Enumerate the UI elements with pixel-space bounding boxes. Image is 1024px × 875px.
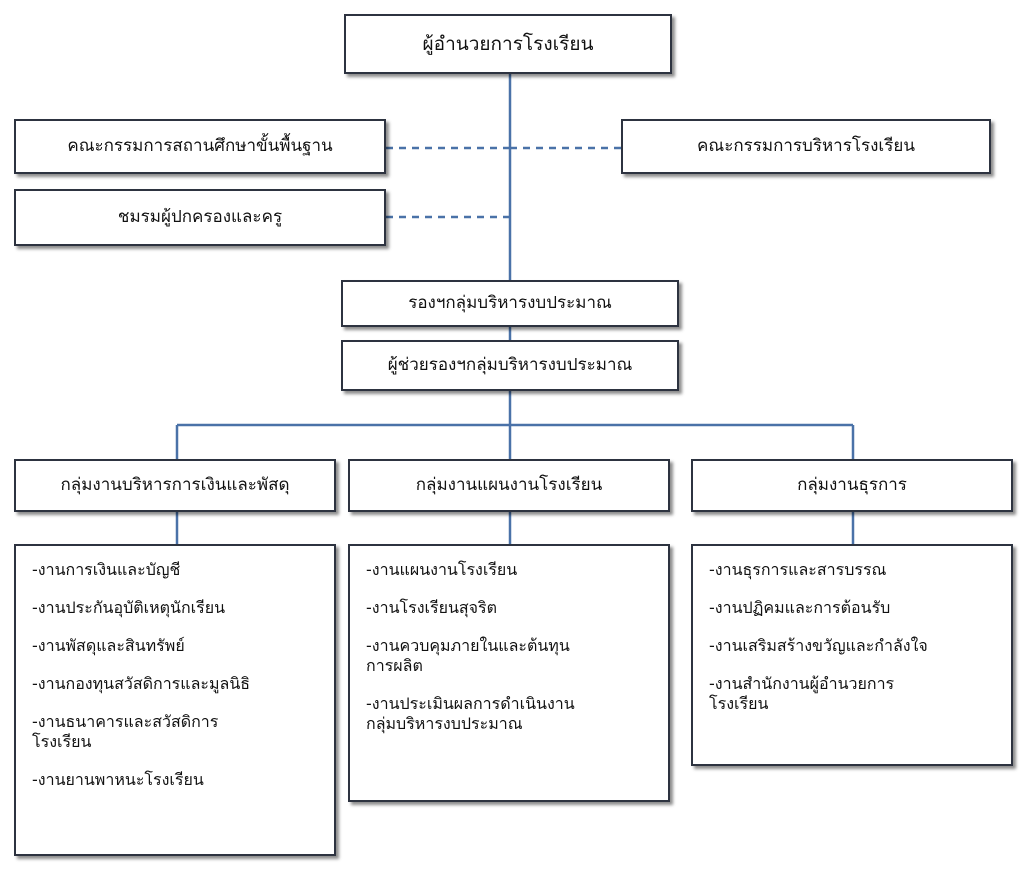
finance-tasks-box: -งานการเงินและบัญชี -งานประกันอุบัติเหตุ…: [14, 544, 336, 856]
plan-tasks-box: -งานแผนงานโรงเรียน -งานโรงเรียนสุจริต -ง…: [348, 544, 670, 802]
admin-group-title: กลุ่มงานธุรการ: [797, 475, 907, 496]
task-item: -งานประเมินผลการดำเนินงาน กลุ่มบริหารงบป…: [366, 694, 575, 733]
deputy-budget-label: รองฯกลุ่มบริหารงบประมาณ: [408, 293, 612, 314]
finance-group-box: กลุ่มงานบริหารการเงินและพัสดุ: [14, 459, 336, 512]
assistant-deputy-budget-label: ผู้ช่วยรองฯกลุ่มบริหารงบประมาณ: [387, 355, 633, 376]
basic-education-committee-box: คณะกรรมการสถานศึกษาขั้นพื้นฐาน: [14, 119, 386, 174]
task-item: -งานปฏิคมและการต้อนรับ: [709, 598, 891, 617]
plan-group-box: กลุ่มงานแผนงานโรงเรียน: [348, 459, 670, 512]
task-item: -งานยานพาหนะโรงเรียน: [32, 770, 204, 789]
plan-group-title: กลุ่มงานแผนงานโรงเรียน: [415, 475, 603, 496]
task-item: -งานพัสดุและสินทรัพย์: [32, 636, 185, 655]
task-item: -งานสำนักงานผู้อำนวยการ โรงเรียน: [709, 674, 895, 713]
assistant-deputy-budget-box: ผู้ช่วยรองฯกลุ่มบริหารงบประมาณ: [341, 340, 679, 391]
school-admin-committee-box: คณะกรรมการบริหารโรงเรียน: [621, 119, 991, 174]
task-item: -งานกองทุนสวัสดิการและมูลนิธิ: [32, 674, 251, 693]
finance-group-title: กลุ่มงานบริหารการเงินและพัสดุ: [60, 475, 290, 496]
admin-task-list: -งานธุรการและสารบรรณ -งานปฏิคมและการต้อน…: [709, 560, 1003, 714]
deputy-budget-box: รองฯกลุ่มบริหารงบประมาณ: [341, 280, 679, 327]
task-item: -งานการเงินและบัญชี: [32, 560, 181, 579]
task-item: -งานแผนงานโรงเรียน: [366, 560, 518, 579]
finance-task-list: -งานการเงินและบัญชี -งานประกันอุบัติเหตุ…: [32, 560, 326, 790]
parent-teacher-club-label: ชมรมผู้ปกครองและครู: [117, 207, 283, 228]
parent-teacher-club-box: ชมรมผู้ปกครองและครู: [14, 189, 386, 246]
task-item: -งานควบคุมภายในและต้นทุน การผลิต: [366, 636, 570, 675]
task-item: -งานโรงเรียนสุจริต: [366, 598, 498, 617]
basic-education-committee-label: คณะกรรมการสถานศึกษาขั้นพื้นฐาน: [67, 136, 333, 157]
school-admin-committee-label: คณะกรรมการบริหารโรงเรียน: [697, 136, 915, 157]
task-item: -งานธุรการและสารบรรณ: [709, 560, 887, 579]
task-item: -งานธนาคารและสวัสดิการ โรงเรียน: [32, 712, 219, 751]
plan-task-list: -งานแผนงานโรงเรียน -งานโรงเรียนสุจริต -ง…: [366, 560, 660, 734]
director-box: ผู้อำนวยการโรงเรียน: [344, 14, 672, 74]
task-item: -งานประกันอุบัติเหตุนักเรียน: [32, 598, 226, 617]
admin-tasks-box: -งานธุรการและสารบรรณ -งานปฏิคมและการต้อน…: [691, 544, 1013, 766]
admin-group-box: กลุ่มงานธุรการ: [691, 459, 1013, 512]
director-label: ผู้อำนวยการโรงเรียน: [422, 32, 594, 55]
task-item: -งานเสริมสร้างขวัญและกำลังใจ: [709, 636, 928, 655]
